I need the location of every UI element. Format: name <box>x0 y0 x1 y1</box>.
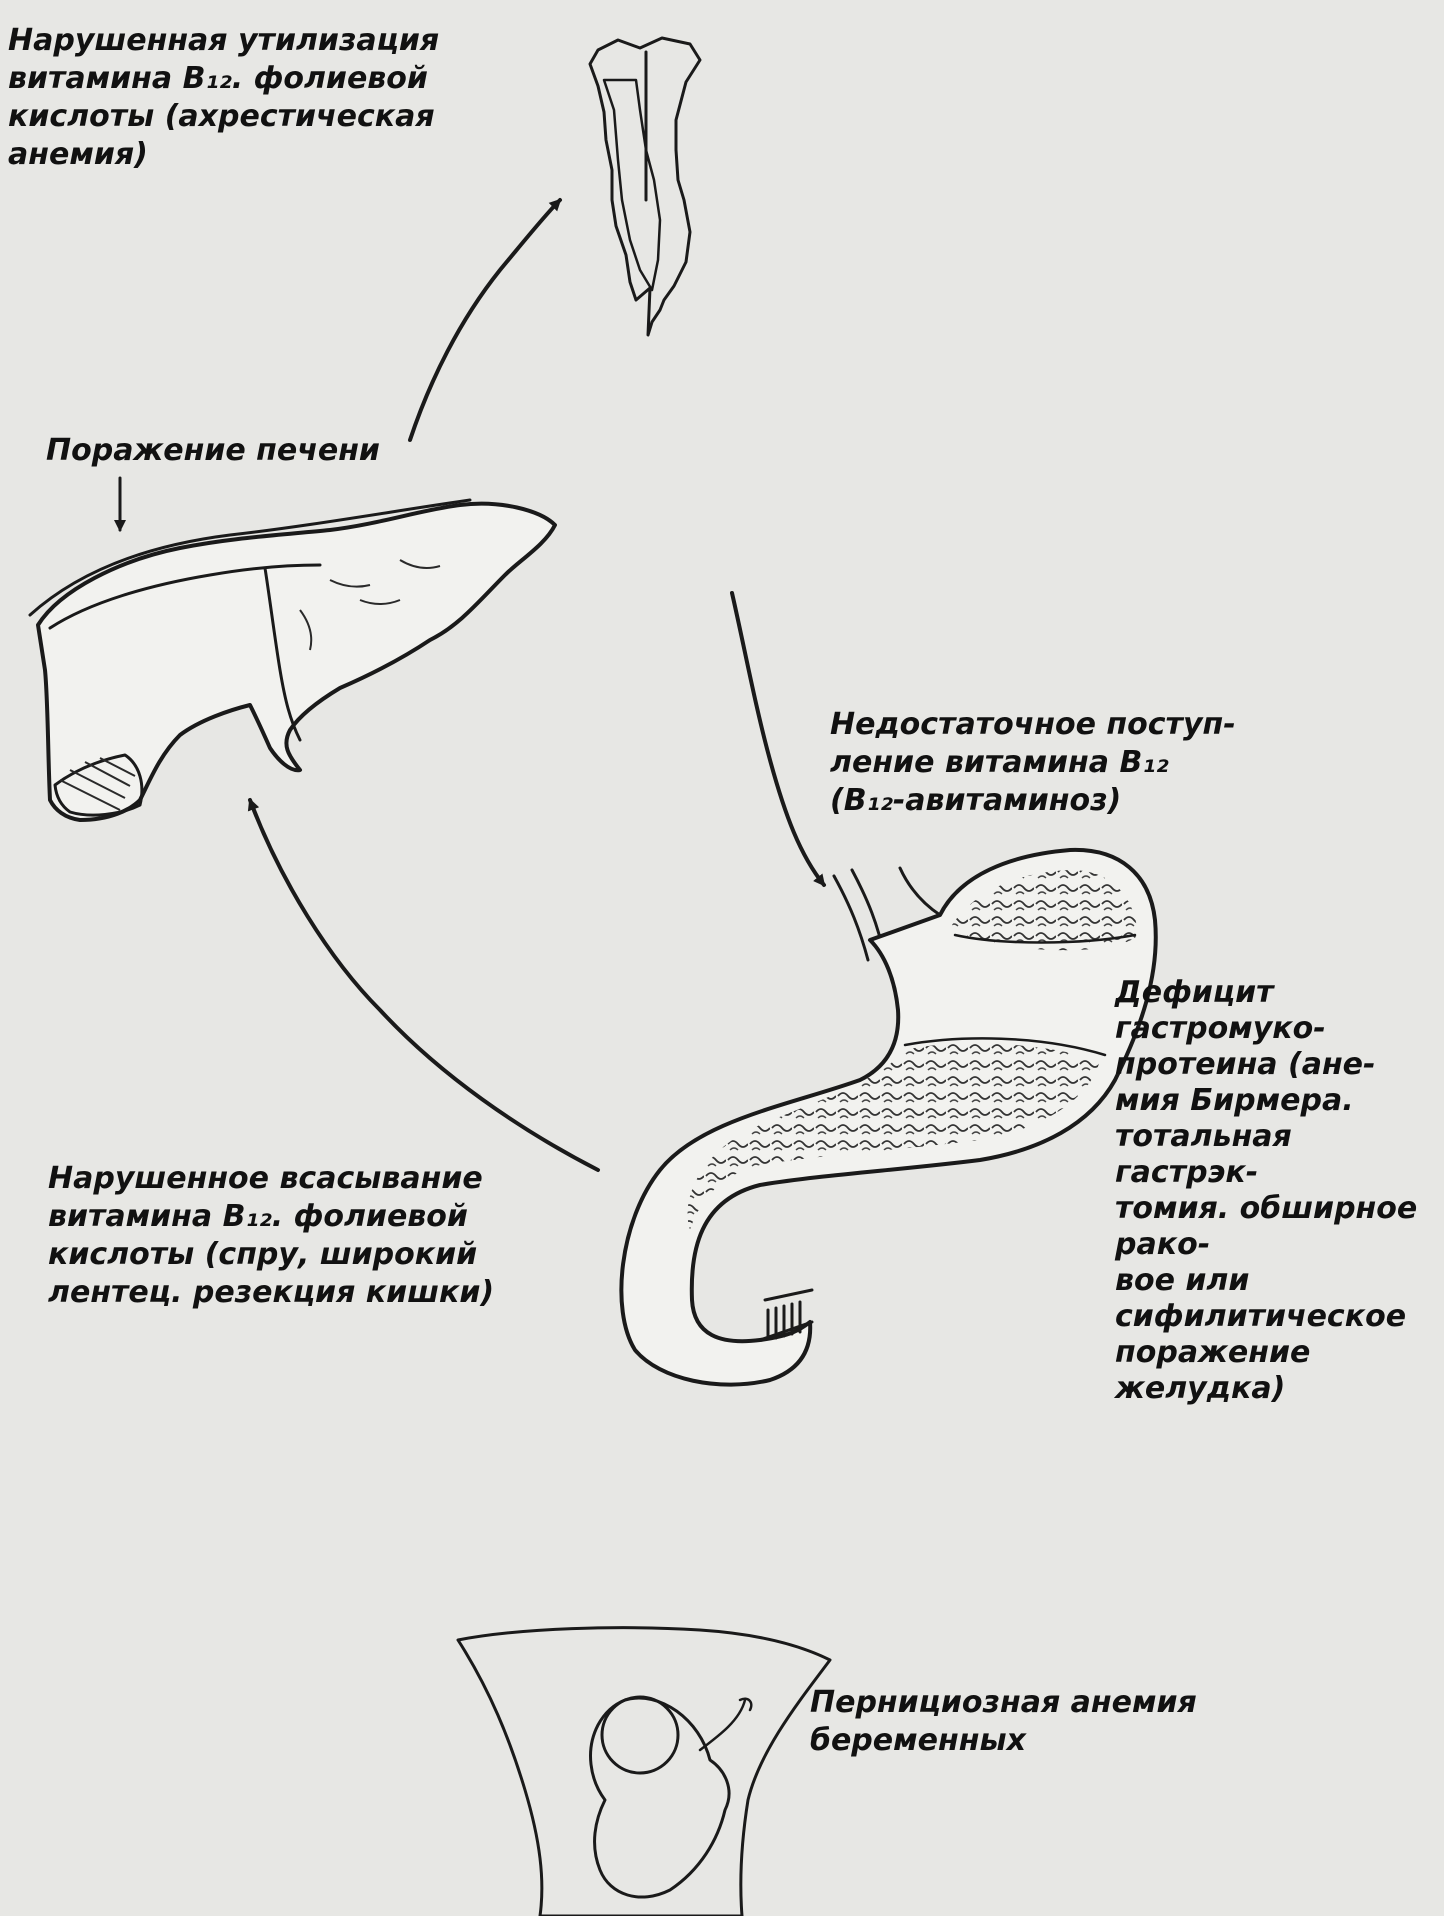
label-impaired-utilization: Нарушенная утилизация витамина B₁₂. фоли… <box>8 22 568 174</box>
label-pregnancy-anemia: Пернициозная анемия беременных <box>810 1684 1270 1760</box>
label-liver-damage: Поражение печени <box>46 432 466 470</box>
arrow-absorption-to-liver <box>250 800 598 1170</box>
label-gastromucoprotein-deficit: Дефицит гастромуко- протеина (ане- мия Б… <box>1115 975 1435 1407</box>
label-insufficient-intake: Недостаточное поступ- ление витамина B₁₂… <box>830 706 1310 820</box>
bone-icon <box>590 38 700 335</box>
arrow-liver-to-bone <box>410 200 560 440</box>
liver-icon <box>30 500 555 820</box>
stomach-icon <box>621 850 1155 1385</box>
label-impaired-absorption: Нарушенное всасывание витамина B₁₂. фоли… <box>48 1160 608 1312</box>
uterus-fetus-icon <box>458 1628 830 1916</box>
arrow-intake-to-stomach <box>732 593 824 885</box>
